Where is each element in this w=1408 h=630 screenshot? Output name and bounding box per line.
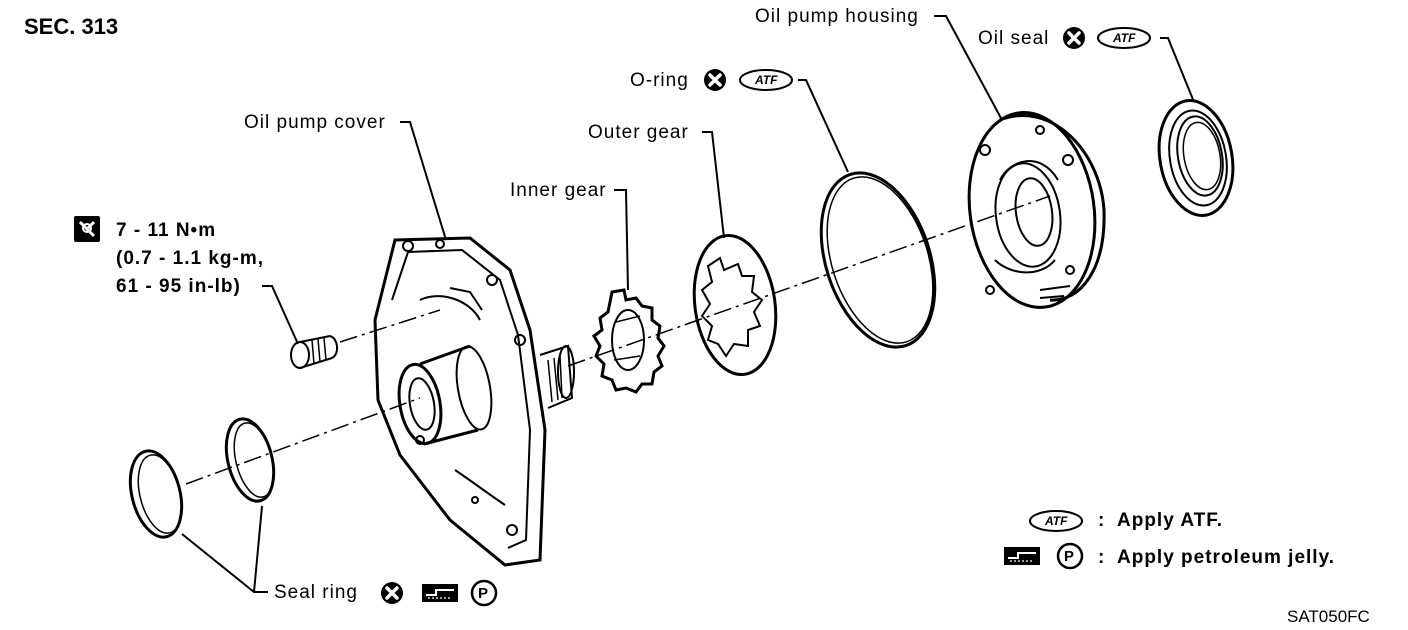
- section-label: SEC. 313: [24, 14, 118, 39]
- oil-pump-housing: [967, 111, 1106, 309]
- legend-atf-text: Apply ATF.: [1117, 510, 1223, 531]
- leader-o-ring: [798, 79, 849, 173]
- center-axis-line-2: [567, 195, 1051, 367]
- svg-text:ATF: ATF: [1044, 514, 1068, 528]
- seal-ring-outer: [128, 449, 184, 539]
- torque-line-2: (0.7 - 1.1 kg-m,: [116, 248, 264, 269]
- label-outer-gear: Outer gear: [588, 122, 689, 143]
- atf-badge-icon: ATF: [739, 69, 793, 91]
- label-inner-gear: Inner gear: [510, 180, 607, 201]
- center-axis-line: [185, 397, 421, 485]
- bolt-axis-line: [339, 309, 441, 343]
- label-seal-ring: Seal ring: [274, 582, 358, 603]
- inner-gear: [592, 288, 666, 394]
- svg-text:ATF: ATF: [754, 73, 778, 87]
- leader-oil-pump-cover: [400, 121, 447, 241]
- legend-colon-1: :: [1098, 510, 1105, 531]
- leader-torque: [262, 285, 299, 345]
- leader-outer-gear: [702, 131, 725, 239]
- label-o-ring: O-ring: [630, 70, 689, 91]
- bolt: [290, 335, 338, 369]
- legend-colon-2: :: [1098, 547, 1105, 568]
- atf-badge-icon: [1029, 510, 1083, 532]
- replace-x-icon: [702, 67, 728, 93]
- leader-oil-pump-housing: [934, 15, 1003, 121]
- leader-seal-ring: [181, 505, 268, 593]
- figure-code: SAT050FC: [1287, 607, 1370, 626]
- petroleum-jelly-icon: [421, 583, 459, 603]
- replace-x-icon: [379, 580, 405, 606]
- legend-jelly-text: Apply petroleum jelly.: [1117, 547, 1335, 568]
- torque-wrench-icon: [74, 216, 100, 242]
- label-oil-pump-cover: Oil pump cover: [244, 112, 386, 133]
- svg-text:P: P: [1064, 548, 1074, 565]
- label-oil-pump-housing: Oil pump housing: [755, 6, 919, 27]
- legend-jelly: P : Apply petroleum jelly.: [1003, 542, 1335, 570]
- p-circle-icon: P: [1056, 542, 1084, 570]
- replace-x-icon: [1061, 25, 1087, 51]
- p-circle-icon: P: [470, 579, 498, 607]
- oil-pump-cover: [373, 236, 575, 567]
- torque-line-1: 7 - 11 N•m: [116, 220, 216, 241]
- svg-text:P: P: [478, 585, 488, 602]
- oil-seal: [1157, 99, 1235, 217]
- label-oil-seal: Oil seal: [978, 28, 1049, 49]
- seal-ring-inner: [224, 417, 276, 503]
- leader-oil-seal: [1160, 37, 1195, 103]
- atf-badge-icon: ATF: [1097, 27, 1151, 49]
- leader-inner-gear: [614, 189, 629, 291]
- outer-gear: [692, 233, 778, 377]
- torque-line-3: 61 - 95 in-lb): [116, 276, 241, 297]
- o-ring: [819, 171, 937, 349]
- svg-text:ATF: ATF: [1112, 31, 1136, 45]
- legend-atf: ATF : Apply ATF.: [1029, 510, 1223, 532]
- petroleum-jelly-icon: [1003, 546, 1041, 566]
